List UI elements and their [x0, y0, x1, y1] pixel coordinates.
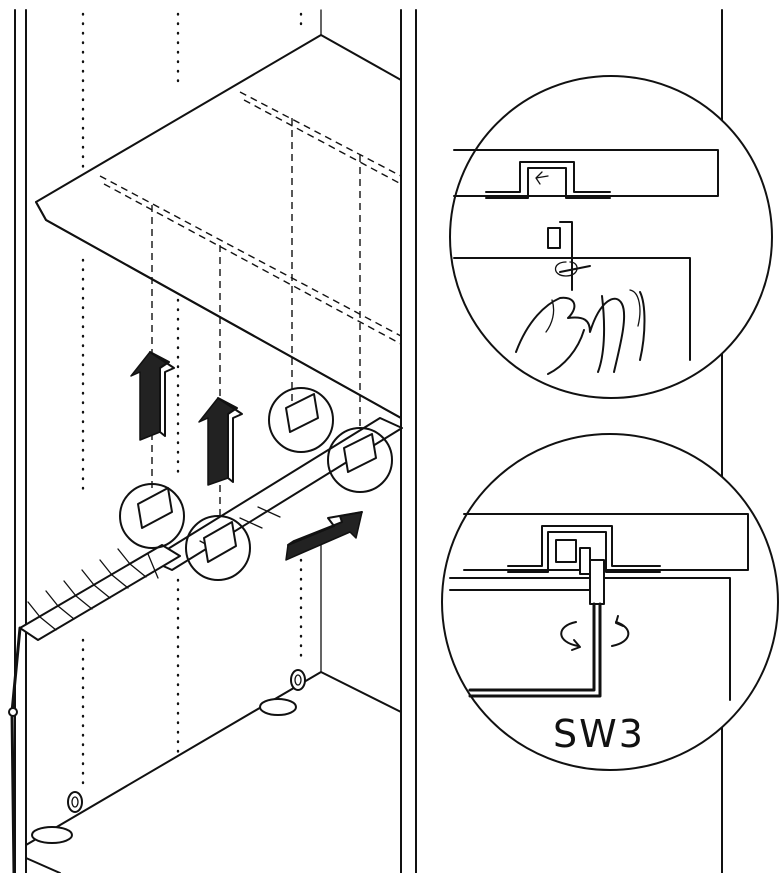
tool-label: SW3	[553, 712, 645, 756]
up-arrow-icon	[130, 351, 175, 441]
fitting-highlights	[119, 387, 393, 581]
rotate-icon	[560, 621, 579, 647]
detail-bottom: SW3	[441, 433, 779, 771]
up-arrow-icon	[198, 397, 243, 486]
detail-top	[449, 75, 773, 399]
push-arrow-icon	[285, 511, 363, 561]
cabinet	[14, 9, 417, 873]
